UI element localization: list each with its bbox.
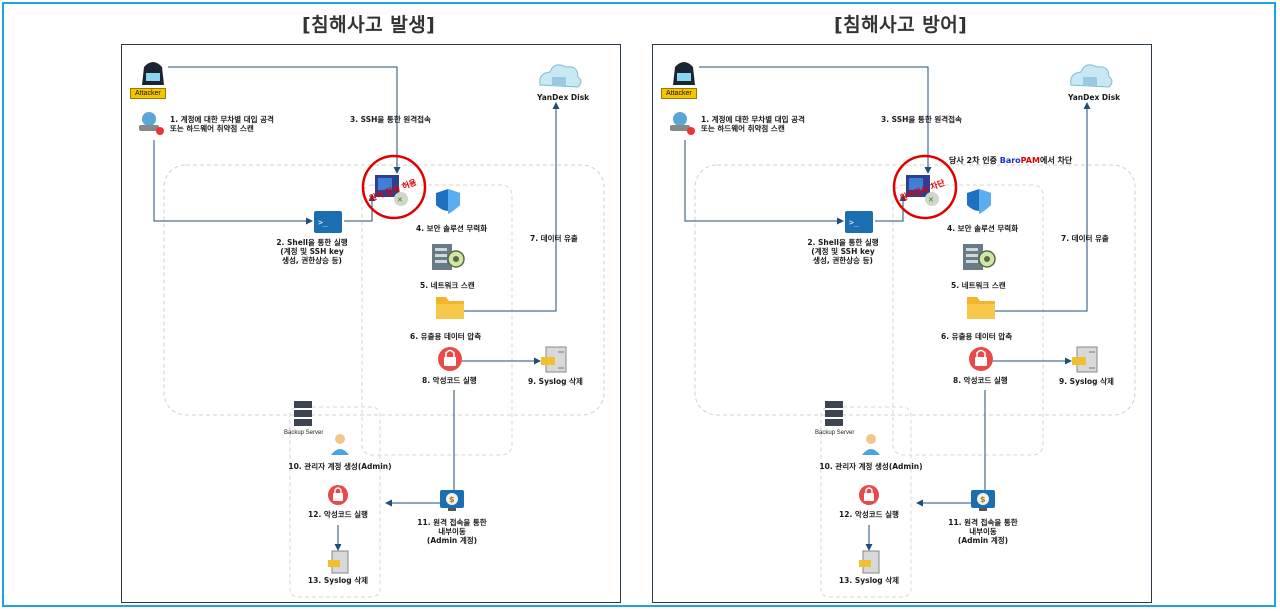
backup-server-icon bbox=[825, 401, 843, 426]
zone-backup bbox=[289, 406, 381, 598]
step9-label: 9. Syslog 삭제 bbox=[528, 377, 583, 386]
svg-text:>_: >_ bbox=[318, 218, 328, 227]
folder-icon bbox=[967, 297, 995, 319]
syslog-doc-icon bbox=[541, 346, 567, 373]
arrow-exec bbox=[344, 194, 376, 222]
step13-label: 13. Syslog 삭제 bbox=[838, 576, 900, 585]
arrow-lateral bbox=[385, 390, 455, 507]
admin-user-icon bbox=[862, 434, 880, 455]
folder-icon bbox=[436, 297, 464, 319]
diagram-left-svg: >_ ✕ bbox=[139, 62, 605, 598]
arrow-ssh bbox=[168, 66, 401, 174]
target-server-icon: ✕ bbox=[361, 154, 427, 220]
title-left: [침해사고 발생] bbox=[302, 14, 436, 36]
arrow-exfil bbox=[460, 102, 560, 312]
step12-label: 12. 악성코드 실행 bbox=[308, 510, 368, 519]
yandex-label: YanDex Disk bbox=[537, 93, 590, 102]
zone-server bbox=[892, 184, 1044, 456]
step3-label: 3. SSH을 통한 원격접속 bbox=[881, 115, 962, 124]
terminal-icon: >_ bbox=[845, 211, 873, 233]
arrow-exfil bbox=[991, 102, 1091, 312]
arrow-shell bbox=[684, 140, 844, 225]
step5-label: 5. 네트워크 스캔 bbox=[951, 281, 1006, 290]
remote-monitor-icon: $ bbox=[440, 490, 464, 511]
step6-label: 6. 유출용 데이터 압축 bbox=[941, 332, 1013, 341]
target-server-icon: ✕ bbox=[892, 154, 958, 220]
zone-server bbox=[361, 184, 513, 456]
network-scan-icon bbox=[963, 244, 996, 270]
remote-monitor-icon: $ bbox=[971, 490, 995, 511]
step12-label: 12. 악성코드 실행 bbox=[839, 510, 899, 519]
shield-icon bbox=[967, 189, 991, 214]
scan-lock-icon bbox=[670, 112, 695, 135]
backup-server-label: Backup Server bbox=[284, 430, 324, 436]
svg-text:✕: ✕ bbox=[928, 196, 934, 204]
step6-label: 6. 유출용 데이터 압축 bbox=[410, 332, 482, 341]
diagram-right-svg: >_ ✕ bbox=[670, 62, 1136, 598]
attacker-tag: Attacker bbox=[130, 88, 166, 99]
svg-text:$: $ bbox=[980, 495, 986, 504]
arrow-shell bbox=[153, 140, 313, 225]
cloud-storage-icon bbox=[539, 64, 582, 88]
malware-lock-icon bbox=[969, 347, 993, 371]
panel-defense: >_ ✕ bbox=[652, 44, 1152, 603]
admin-user-icon bbox=[331, 434, 349, 455]
step10-label: 10. 관리자 계정 생성(Admin) bbox=[288, 462, 392, 471]
step8-label: 8. 악성코드 실행 bbox=[422, 376, 477, 385]
step5-label: 5. 네트워크 스캔 bbox=[420, 281, 475, 290]
scan-lock-icon bbox=[139, 112, 164, 135]
backup-syslog-icon bbox=[859, 550, 880, 574]
step7-label: 7. 데이터 유출 bbox=[1061, 234, 1109, 243]
syslog-doc-icon bbox=[1072, 346, 1098, 373]
step13-label: 13. Syslog 삭제 bbox=[307, 576, 369, 585]
svg-text:✕: ✕ bbox=[397, 196, 403, 204]
step4-label: 4. 보안 솔루션 무력화 bbox=[947, 224, 1019, 233]
cloud-storage-icon bbox=[1070, 64, 1113, 88]
hacker-icon bbox=[673, 62, 695, 85]
backup-malware-icon bbox=[328, 485, 348, 505]
backup-server-label: Backup Server bbox=[815, 430, 855, 436]
zone-backup bbox=[820, 406, 912, 598]
shield-icon bbox=[436, 189, 460, 214]
step4-label: 4. 보안 솔루션 무력화 bbox=[416, 224, 488, 233]
step9-label: 9. Syslog 삭제 bbox=[1059, 377, 1114, 386]
panel-incident: >_ ✕ bbox=[121, 44, 621, 603]
red-circle bbox=[361, 154, 427, 220]
arrow-exec bbox=[875, 194, 907, 222]
arrow-ssh bbox=[699, 66, 932, 174]
hacker-icon bbox=[142, 62, 164, 85]
step7-label: 7. 데이터 유출 bbox=[530, 234, 578, 243]
zone-outer bbox=[163, 164, 605, 416]
attacker-tag: Attacker bbox=[661, 88, 697, 99]
step10-label: 10. 관리자 계정 생성(Admin) bbox=[819, 462, 923, 471]
yandex-label: YanDex Disk bbox=[1068, 93, 1121, 102]
red-circle bbox=[892, 154, 958, 220]
backup-syslog-icon bbox=[328, 550, 349, 574]
backup-server-icon bbox=[294, 401, 312, 426]
terminal-icon: >_ bbox=[314, 211, 342, 233]
zone-outer bbox=[694, 164, 1136, 416]
step3-label: 3. SSH을 통한 원격접속 bbox=[350, 115, 431, 124]
step8-label: 8. 악성코드 실행 bbox=[953, 376, 1008, 385]
malware-lock-icon bbox=[438, 347, 462, 371]
svg-text:>_: >_ bbox=[849, 218, 859, 227]
backup-malware-icon bbox=[859, 485, 879, 505]
svg-text:$: $ bbox=[449, 495, 455, 504]
network-scan-icon bbox=[432, 244, 465, 270]
barapam-block-note: 당사 2차 인증 BaroPAM에서 차단 bbox=[949, 156, 1073, 165]
arrow-lateral bbox=[916, 390, 986, 507]
title-right: [침해사고 방어] bbox=[834, 14, 968, 36]
